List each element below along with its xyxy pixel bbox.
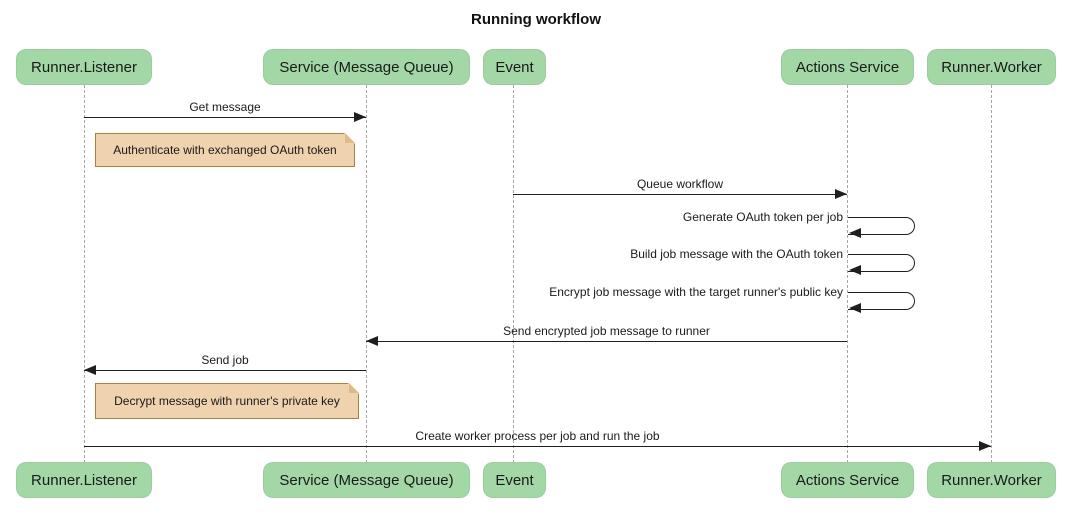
participant-event-top: Event bbox=[483, 49, 546, 85]
participant-actions-service-bottom: Actions Service bbox=[781, 462, 914, 498]
arrowhead-left-icon bbox=[84, 365, 96, 375]
lifeline-actions-service bbox=[847, 85, 848, 463]
lifeline-runner-listener bbox=[84, 85, 85, 463]
message-label-queue-workflow: Queue workflow bbox=[636, 177, 724, 191]
note-fold-icon bbox=[349, 383, 359, 393]
arrowhead-left-icon bbox=[849, 265, 861, 275]
note-fold-icon bbox=[345, 133, 355, 143]
message-label-encrypt-job-message: Encrypt job message with the target runn… bbox=[549, 285, 843, 299]
participant-runner-listener-top: Runner.Listener bbox=[16, 49, 152, 85]
arrowhead-right-icon bbox=[354, 112, 366, 122]
lifeline-runner-worker bbox=[991, 85, 992, 463]
message-label-generate-oauth-token: Generate OAuth token per job bbox=[682, 210, 843, 224]
participant-runner-listener-bottom: Runner.Listener bbox=[16, 462, 152, 498]
participant-service-message-queue-bottom: Service (Message Queue) bbox=[263, 462, 470, 498]
message-label-build-job-message: Build job message with the OAuth token bbox=[630, 247, 843, 261]
arrowhead-right-icon bbox=[835, 189, 847, 199]
message-label-create-worker: Create worker process per job and run th… bbox=[415, 429, 660, 443]
self-loop-encrypt-job-message bbox=[848, 292, 915, 310]
self-loop-build-job-message bbox=[848, 254, 915, 272]
arrowhead-left-icon bbox=[366, 336, 378, 346]
arrowhead-left-icon bbox=[849, 303, 861, 313]
message-line-send-encrypted-job bbox=[366, 341, 847, 342]
participant-runner-worker-bottom: Runner.Worker bbox=[927, 462, 1056, 498]
message-line-queue-workflow bbox=[513, 194, 847, 195]
lifeline-service-message-queue bbox=[366, 85, 367, 463]
self-loop-generate-oauth-token bbox=[848, 217, 915, 235]
message-line-create-worker bbox=[84, 446, 991, 447]
arrowhead-right-icon bbox=[979, 441, 991, 451]
message-label-send-encrypted-job: Send encrypted job message to runner bbox=[503, 324, 710, 338]
arrowhead-left-icon bbox=[849, 228, 861, 238]
note-text: Authenticate with exchanged OAuth token bbox=[113, 143, 337, 157]
message-label-get-message: Get message bbox=[189, 100, 261, 114]
diagram-title: Running workflow bbox=[471, 11, 601, 28]
note-authenticate: Authenticate with exchanged OAuth token bbox=[95, 133, 355, 167]
message-line-send-job bbox=[84, 370, 366, 371]
note-text: Decrypt message with runner's private ke… bbox=[114, 394, 340, 408]
participant-event-bottom: Event bbox=[483, 462, 546, 498]
lifeline-event bbox=[513, 85, 514, 463]
participant-runner-worker-top: Runner.Worker bbox=[927, 49, 1056, 85]
message-line-get-message bbox=[84, 117, 366, 118]
note-decrypt: Decrypt message with runner's private ke… bbox=[95, 383, 359, 419]
participant-service-message-queue-top: Service (Message Queue) bbox=[263, 49, 470, 85]
participant-actions-service-top: Actions Service bbox=[781, 49, 914, 85]
message-label-send-job: Send job bbox=[201, 353, 249, 367]
